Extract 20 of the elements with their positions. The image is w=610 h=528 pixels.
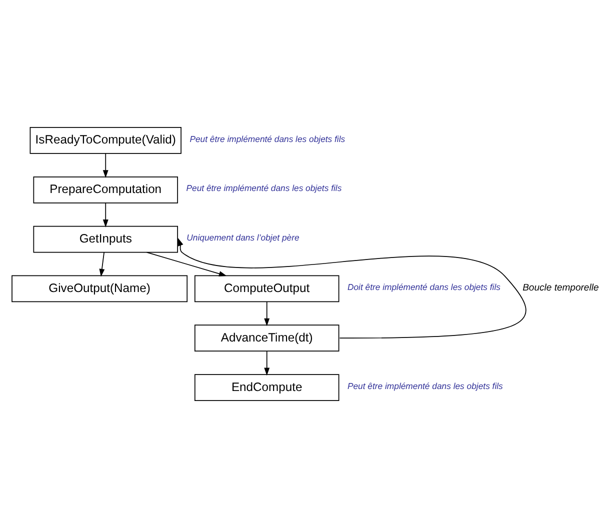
- node-label: Peut être implémenté dans les objets fils: [190, 134, 346, 144]
- edge-label: Boucle temporelle: [522, 282, 599, 294]
- node-label: Peut être implémenté dans les objets fils: [347, 380, 503, 391]
- node-box: IsReadyToCompute(Valid): [30, 127, 182, 154]
- arrow: [264, 301, 270, 326]
- node-box: AdvanceTime(dt): [194, 324, 340, 352]
- arrow: [102, 153, 108, 178]
- node-box: GiveOutput(Name): [12, 275, 188, 302]
- arrow: [102, 202, 108, 228]
- arrow: [146, 252, 227, 276]
- arrow: [264, 350, 270, 376]
- node-label: Peut être implémenté dans les objets fils: [186, 183, 342, 194]
- arrow: [178, 238, 526, 339]
- node-box: ComputeOutput: [194, 275, 340, 302]
- node-label: Uniquement dans l’objet père: [186, 232, 300, 243]
- arrow: [99, 252, 105, 277]
- node-box: EndCompute: [194, 374, 340, 401]
- node-box: PrepareComputation: [33, 176, 178, 204]
- node-label: Doit être implémenté dans les objets fils: [347, 282, 500, 292]
- node-box: GetInputs: [33, 226, 178, 253]
